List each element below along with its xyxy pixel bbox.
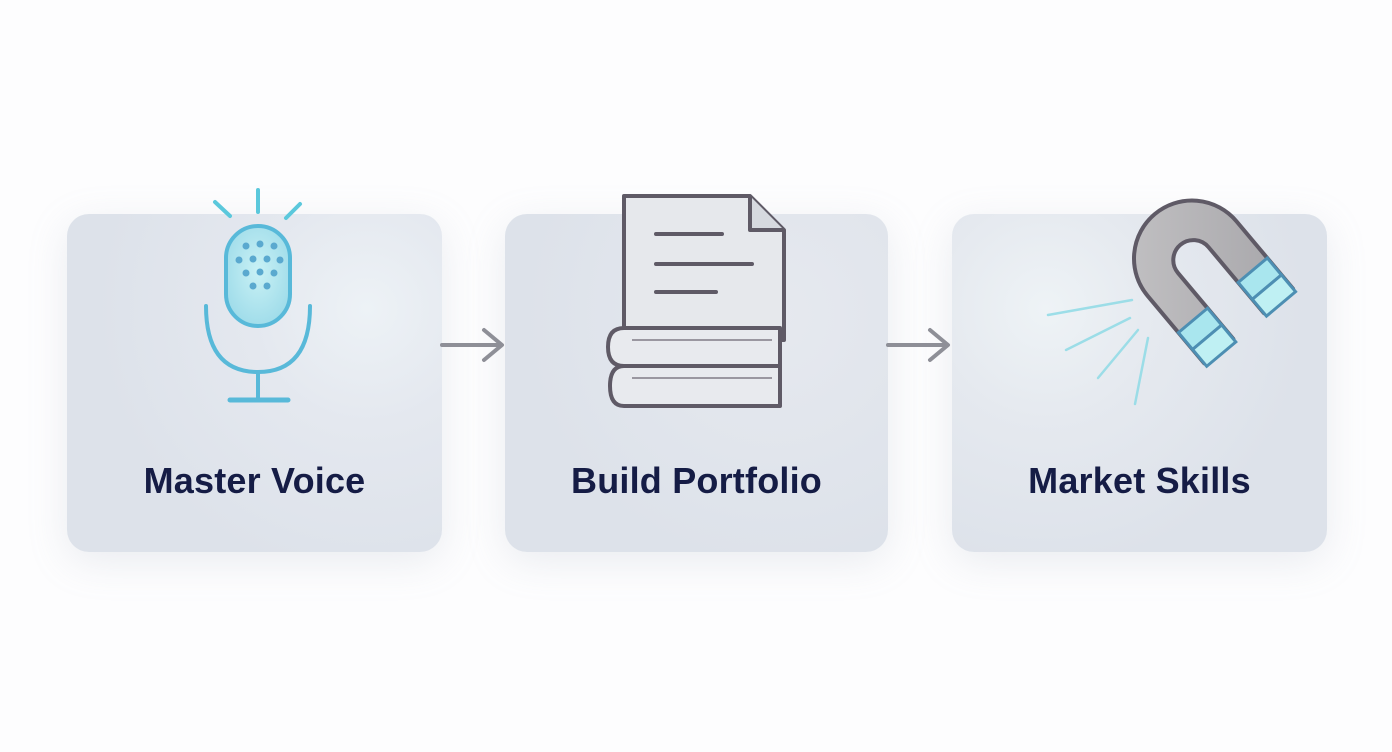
step-label: Market Skills [1028, 460, 1251, 501]
step-card-build-portfolio: Build Portfolio [505, 214, 888, 552]
arrow-right-icon [440, 328, 504, 362]
step-label: Master Voice [143, 460, 366, 501]
microphone-icon [204, 188, 312, 403]
step-label: Build Portfolio [571, 460, 822, 501]
arrow-right-icon [886, 328, 950, 362]
document-books-icon [606, 194, 786, 408]
magnet-icon [1046, 198, 1298, 406]
